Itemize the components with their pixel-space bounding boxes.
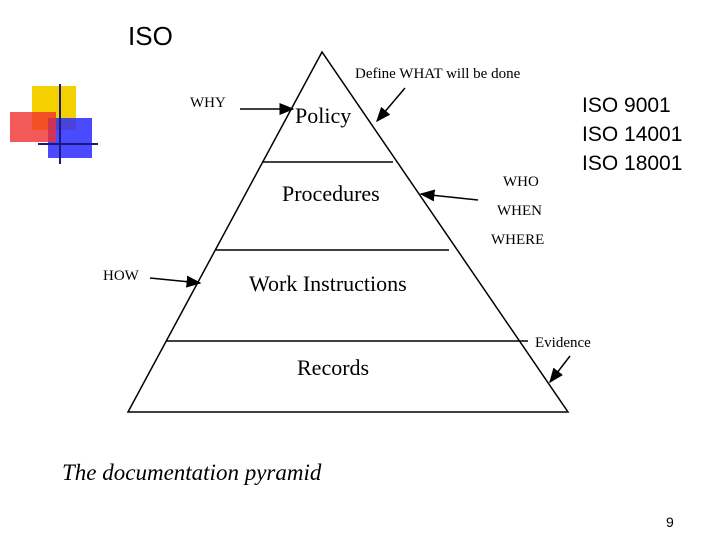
define-what-label: Define WHAT will be done xyxy=(355,66,521,82)
standard-iso-14001: ISO 14001 xyxy=(582,123,683,146)
evidence-arrow xyxy=(549,355,571,384)
why-label: WHY xyxy=(190,95,226,111)
decorative-squares-logo xyxy=(10,84,98,164)
when-label: WHEN xyxy=(497,203,542,219)
evidence-label: Evidence xyxy=(535,335,591,351)
level-work-instructions: Work Instructions xyxy=(249,271,407,296)
logo-red-square xyxy=(10,112,56,142)
standard-iso-18001: ISO 18001 xyxy=(582,152,683,175)
slide-title: ISO xyxy=(128,21,173,51)
level-policy: Policy xyxy=(295,103,352,128)
where-label: WHERE xyxy=(491,232,545,248)
page-number: 9 xyxy=(666,514,674,530)
who-label: WHO xyxy=(503,174,539,190)
diagram-caption: The documentation pyramid xyxy=(62,460,322,485)
pyramid-outline xyxy=(126,50,570,413)
standard-iso-9001: ISO 9001 xyxy=(582,94,671,117)
define-what-arrow xyxy=(376,87,406,123)
how-arrow xyxy=(149,275,202,288)
level-procedures: Procedures xyxy=(282,181,380,206)
level-records: Records xyxy=(297,355,370,380)
who-arrow xyxy=(419,189,479,202)
how-label: HOW xyxy=(103,268,139,284)
